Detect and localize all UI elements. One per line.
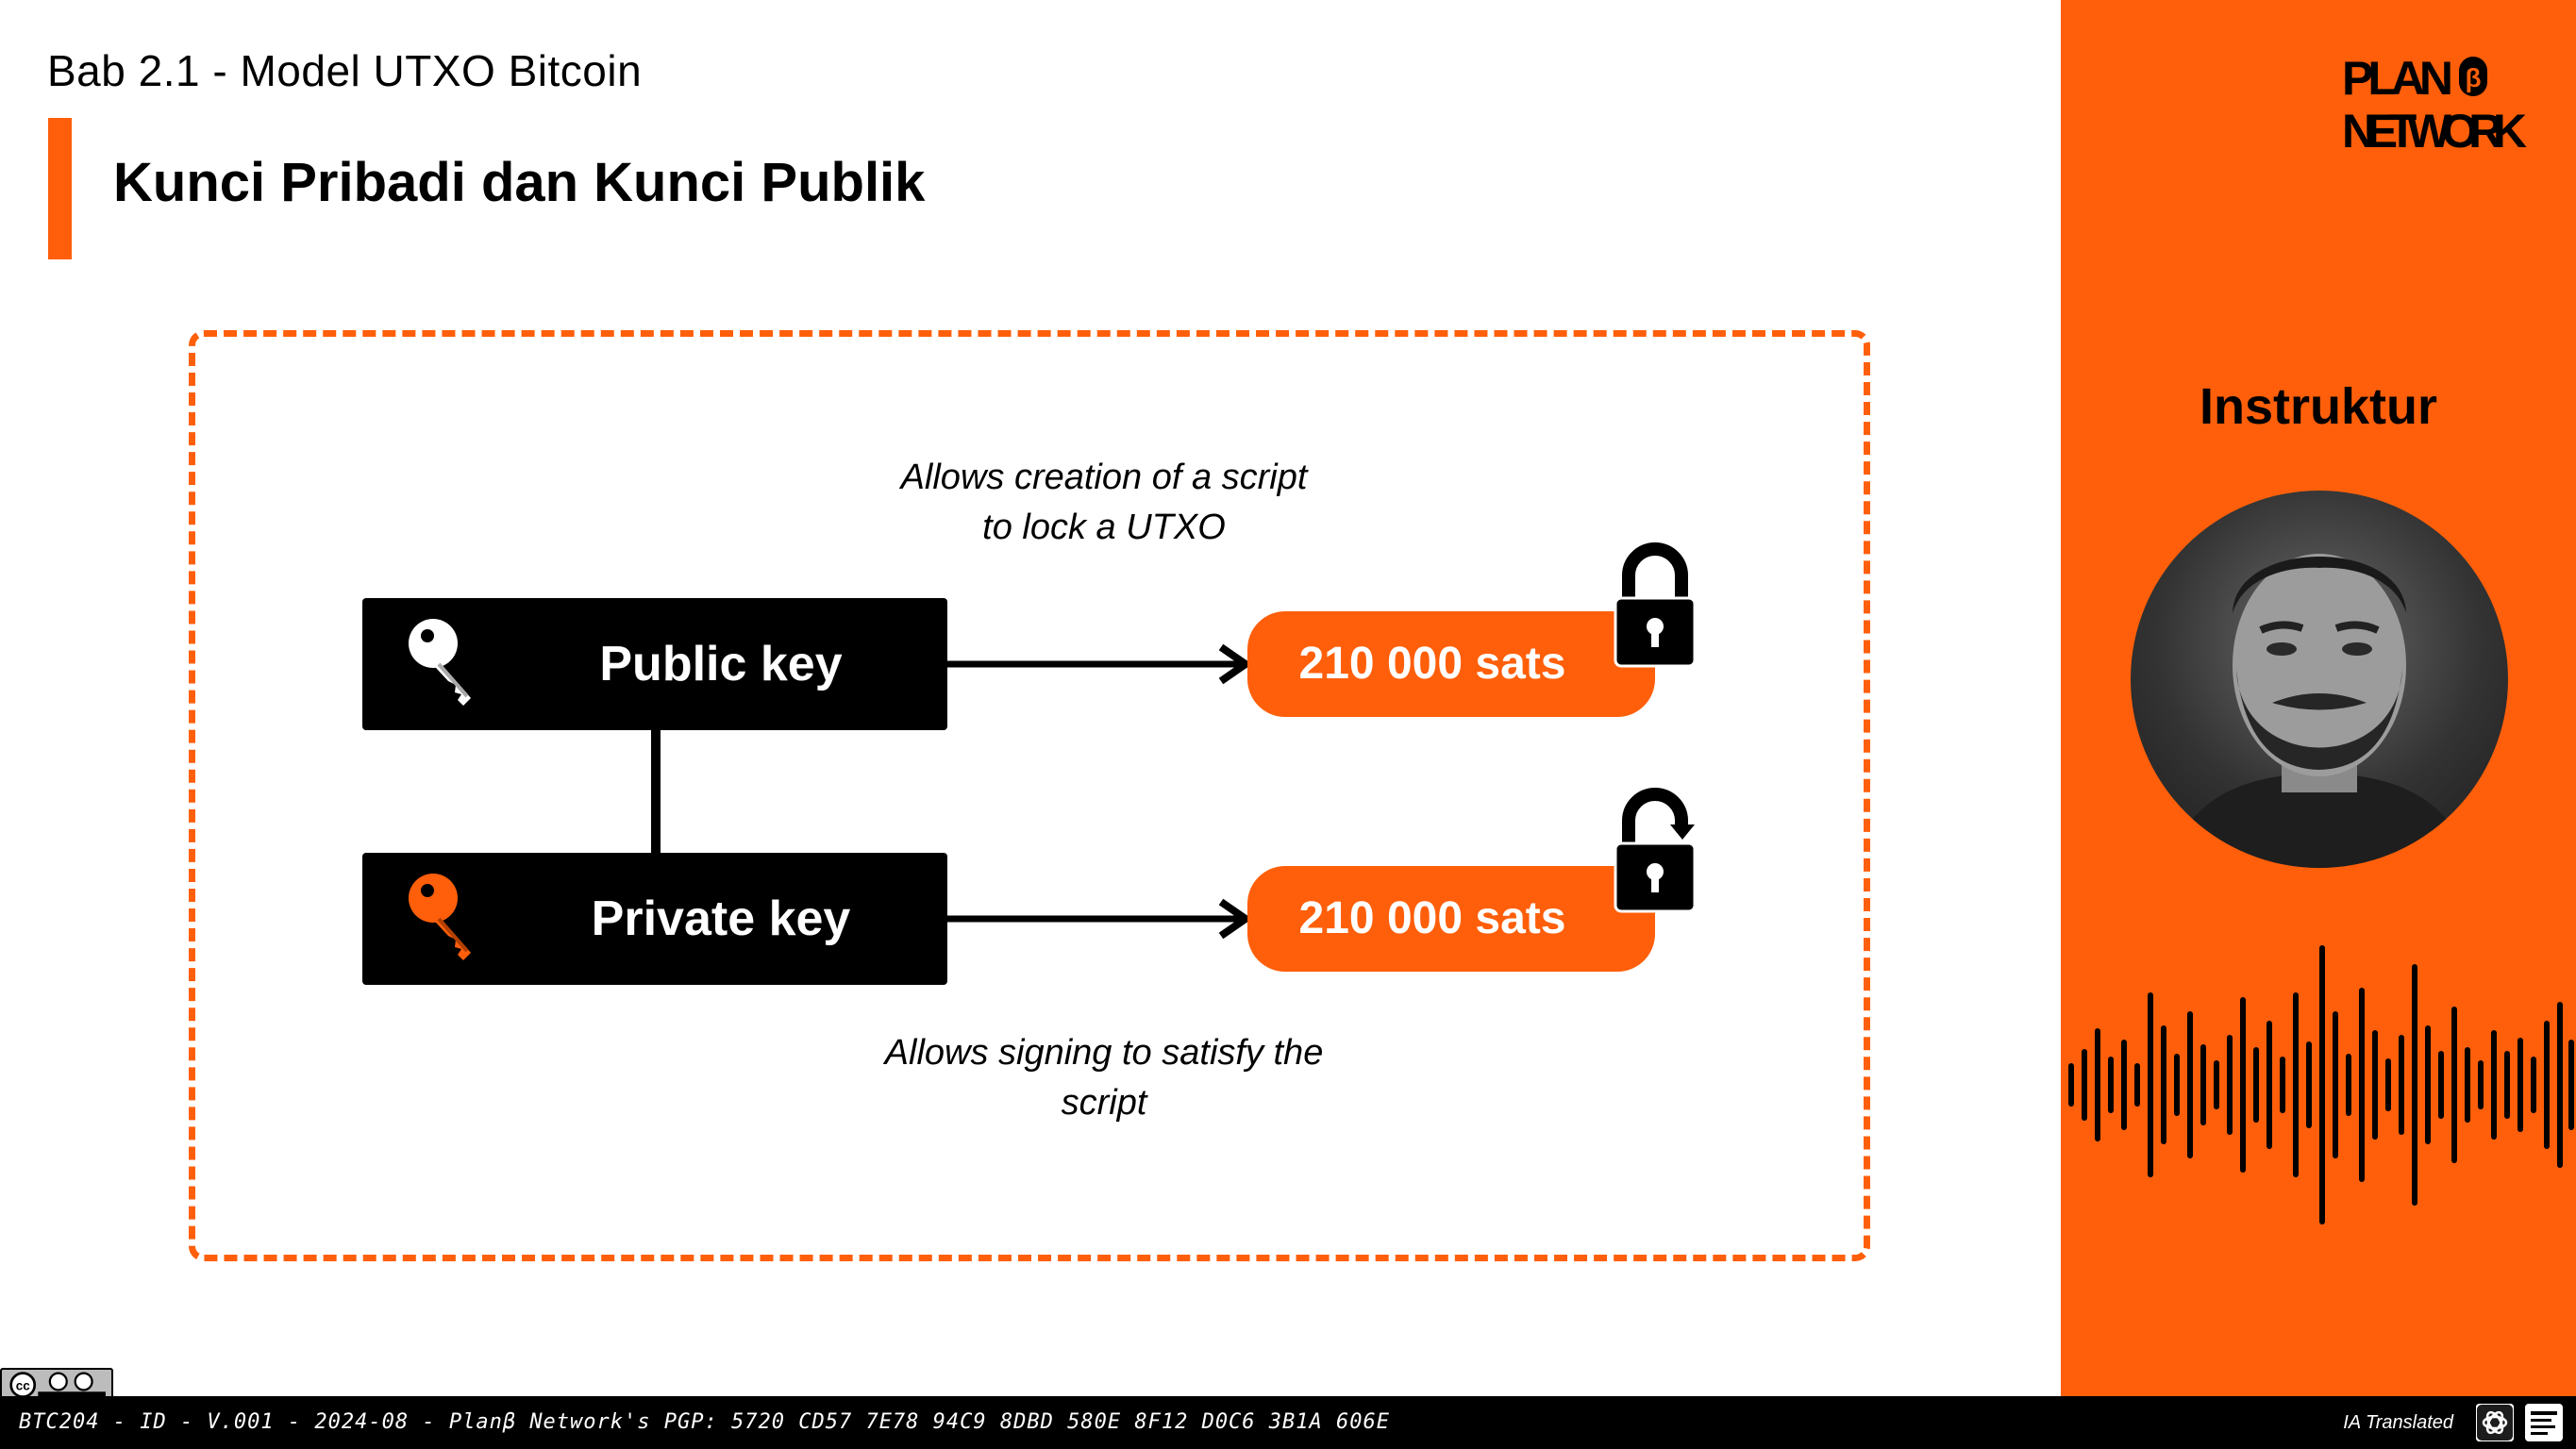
logo-line2: NETWORK [2342, 105, 2527, 155]
private-key-label: Private key [591, 891, 851, 946]
logo-line1: PLAN [2342, 52, 2453, 105]
arrow-right-icon [947, 643, 1253, 685]
private-key-box: Private key [362, 853, 947, 985]
audio-waveform-icon [2068, 945, 2574, 1224]
ia-translated-label: IA Translated [2343, 1412, 2453, 1433]
public-key-note: Allows creation of a script to lock a UT… [821, 453, 1387, 553]
key-connector-line [651, 730, 661, 853]
public-key-note-line2: to lock a UTXO [982, 508, 1226, 547]
slide-main: Bab 2.1 - Model UTXO Bitcoin Kunci Priba… [47, 46, 1870, 1261]
slide-title: Kunci Pribadi dan Kunci Publik [113, 152, 926, 213]
closed-lock-icon [1614, 542, 1697, 668]
footer-course-info: BTC204 - ID - V.001 - 2024-08 - Planβ Ne… [19, 1410, 1391, 1434]
diagram-frame [189, 330, 1870, 1261]
title-accent-bar [48, 118, 72, 259]
footer-bar: BTC204 - ID - V.001 - 2024-08 - Planβ Ne… [0, 1396, 2576, 1449]
public-key-label: Public key [599, 637, 843, 691]
sats-locked-pill: 210 000 sats [1247, 611, 1655, 717]
public-key-note-line1: Allows creation of a script [900, 458, 1308, 497]
orange-key-icon [409, 874, 471, 960]
instructor-heading: Instruktur [2199, 378, 2438, 435]
private-key-note-line1: Allows signing to satisfy the [884, 1033, 1324, 1073]
white-key-icon [409, 619, 471, 706]
sats-unlocked-pill: 210 000 sats [1247, 866, 1655, 972]
public-key-box: Public key [362, 598, 947, 730]
open-lock-icon [1614, 788, 1697, 913]
arrow-right-icon [947, 898, 1253, 940]
instructor-avatar [2131, 491, 2508, 868]
svg-text:β: β [2465, 63, 2481, 92]
ai-translation-icon [2476, 1404, 2514, 1441]
translation-service-icon [2525, 1404, 2563, 1441]
planb-network-logo: PLAN β NETWORK [2342, 52, 2527, 155]
svg-text:cc: cc [16, 1378, 30, 1392]
instructor-sidebar: PLAN β NETWORK Instruktur [2061, 0, 2576, 1396]
private-key-note: Allows signing to satisfy the script [821, 1028, 1387, 1128]
private-key-note-line2: script [1061, 1083, 1147, 1123]
person-portrait-icon [2168, 554, 2470, 868]
chapter-heading: Bab 2.1 - Model UTXO Bitcoin [47, 46, 643, 95]
